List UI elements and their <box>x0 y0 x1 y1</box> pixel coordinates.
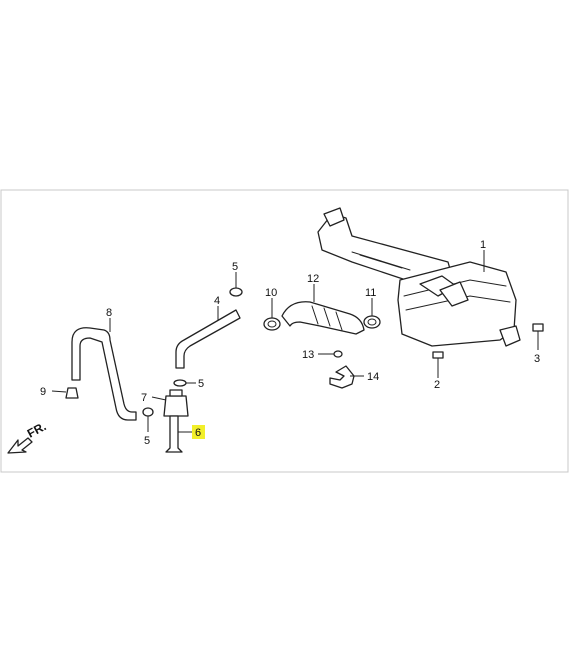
bolt-part-3 <box>532 323 544 339</box>
clip-part-5-bottom <box>142 407 154 417</box>
front-marker-label: FR. <box>25 419 49 440</box>
callout-8: 8 <box>106 307 112 319</box>
plug-part-9 <box>65 387 79 399</box>
callout-12: 12 <box>307 273 319 285</box>
callout-3: 3 <box>534 353 540 365</box>
callout-11: 11 <box>365 287 376 299</box>
callout-6-highlight <box>192 425 205 439</box>
callout-9: 9 <box>40 386 46 398</box>
clip-part-13 <box>333 350 343 358</box>
callout-5-bottom: 5 <box>144 435 150 447</box>
elbow-fitting-part-14 <box>329 365 355 389</box>
clip-part-5-middle <box>173 379 187 387</box>
air-cleaner-assembly <box>317 207 521 347</box>
breather-hose-part-4 <box>175 309 241 369</box>
hose-clamp-part-11 <box>363 315 381 329</box>
clip-part-5-top <box>229 287 243 297</box>
front-arrow-icon <box>7 437 33 454</box>
callout-2: 2 <box>434 379 440 391</box>
callout-4: 4 <box>214 295 220 307</box>
callout-1: 1 <box>480 239 486 251</box>
leader-7 <box>151 396 167 401</box>
leader-9 <box>51 390 67 393</box>
diagram-frame <box>0 189 569 473</box>
connecting-tube-part-12 <box>281 301 365 335</box>
hose-part-8 <box>71 327 137 421</box>
callout-13: 13 <box>302 349 314 361</box>
valve-part-7 <box>163 389 189 417</box>
callout-5-middle: 5 <box>198 378 204 390</box>
hose-clamp-part-10 <box>263 317 281 331</box>
callout-14: 14 <box>367 371 379 383</box>
callout-5-top: 5 <box>232 261 238 273</box>
callout-7: 7 <box>141 392 147 404</box>
drain-tube-part-6 <box>165 415 183 453</box>
bolt-part-2 <box>432 351 444 367</box>
callout-6: 6 <box>195 427 201 439</box>
callout-10: 10 <box>265 287 277 299</box>
